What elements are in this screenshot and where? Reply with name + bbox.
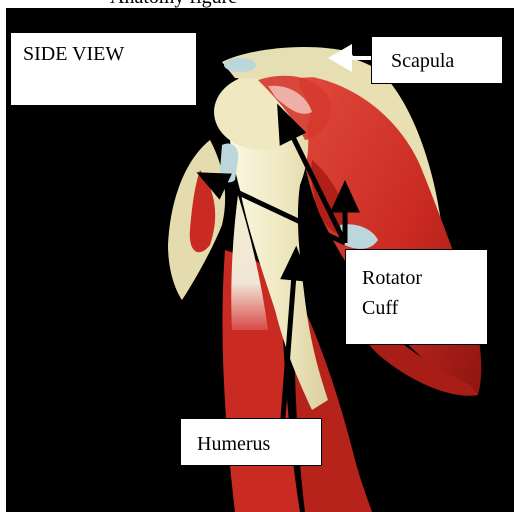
- rotator-cuff-label: Rotator Cuff: [345, 249, 488, 345]
- scapula-label: Scapula: [371, 36, 503, 84]
- rotator-cuff-text-line2: Cuff: [362, 293, 487, 323]
- side-view-text: SIDE VIEW: [23, 43, 124, 65]
- humerus-text: Humerus: [197, 433, 270, 455]
- scapula-text: Scapula: [391, 50, 454, 72]
- acromion-cartilage: [224, 58, 256, 72]
- humerus-label: Humerus: [180, 418, 322, 466]
- rotator-cuff-text-line1: Rotator: [362, 263, 487, 293]
- side-view-label: SIDE VIEW: [10, 32, 197, 106]
